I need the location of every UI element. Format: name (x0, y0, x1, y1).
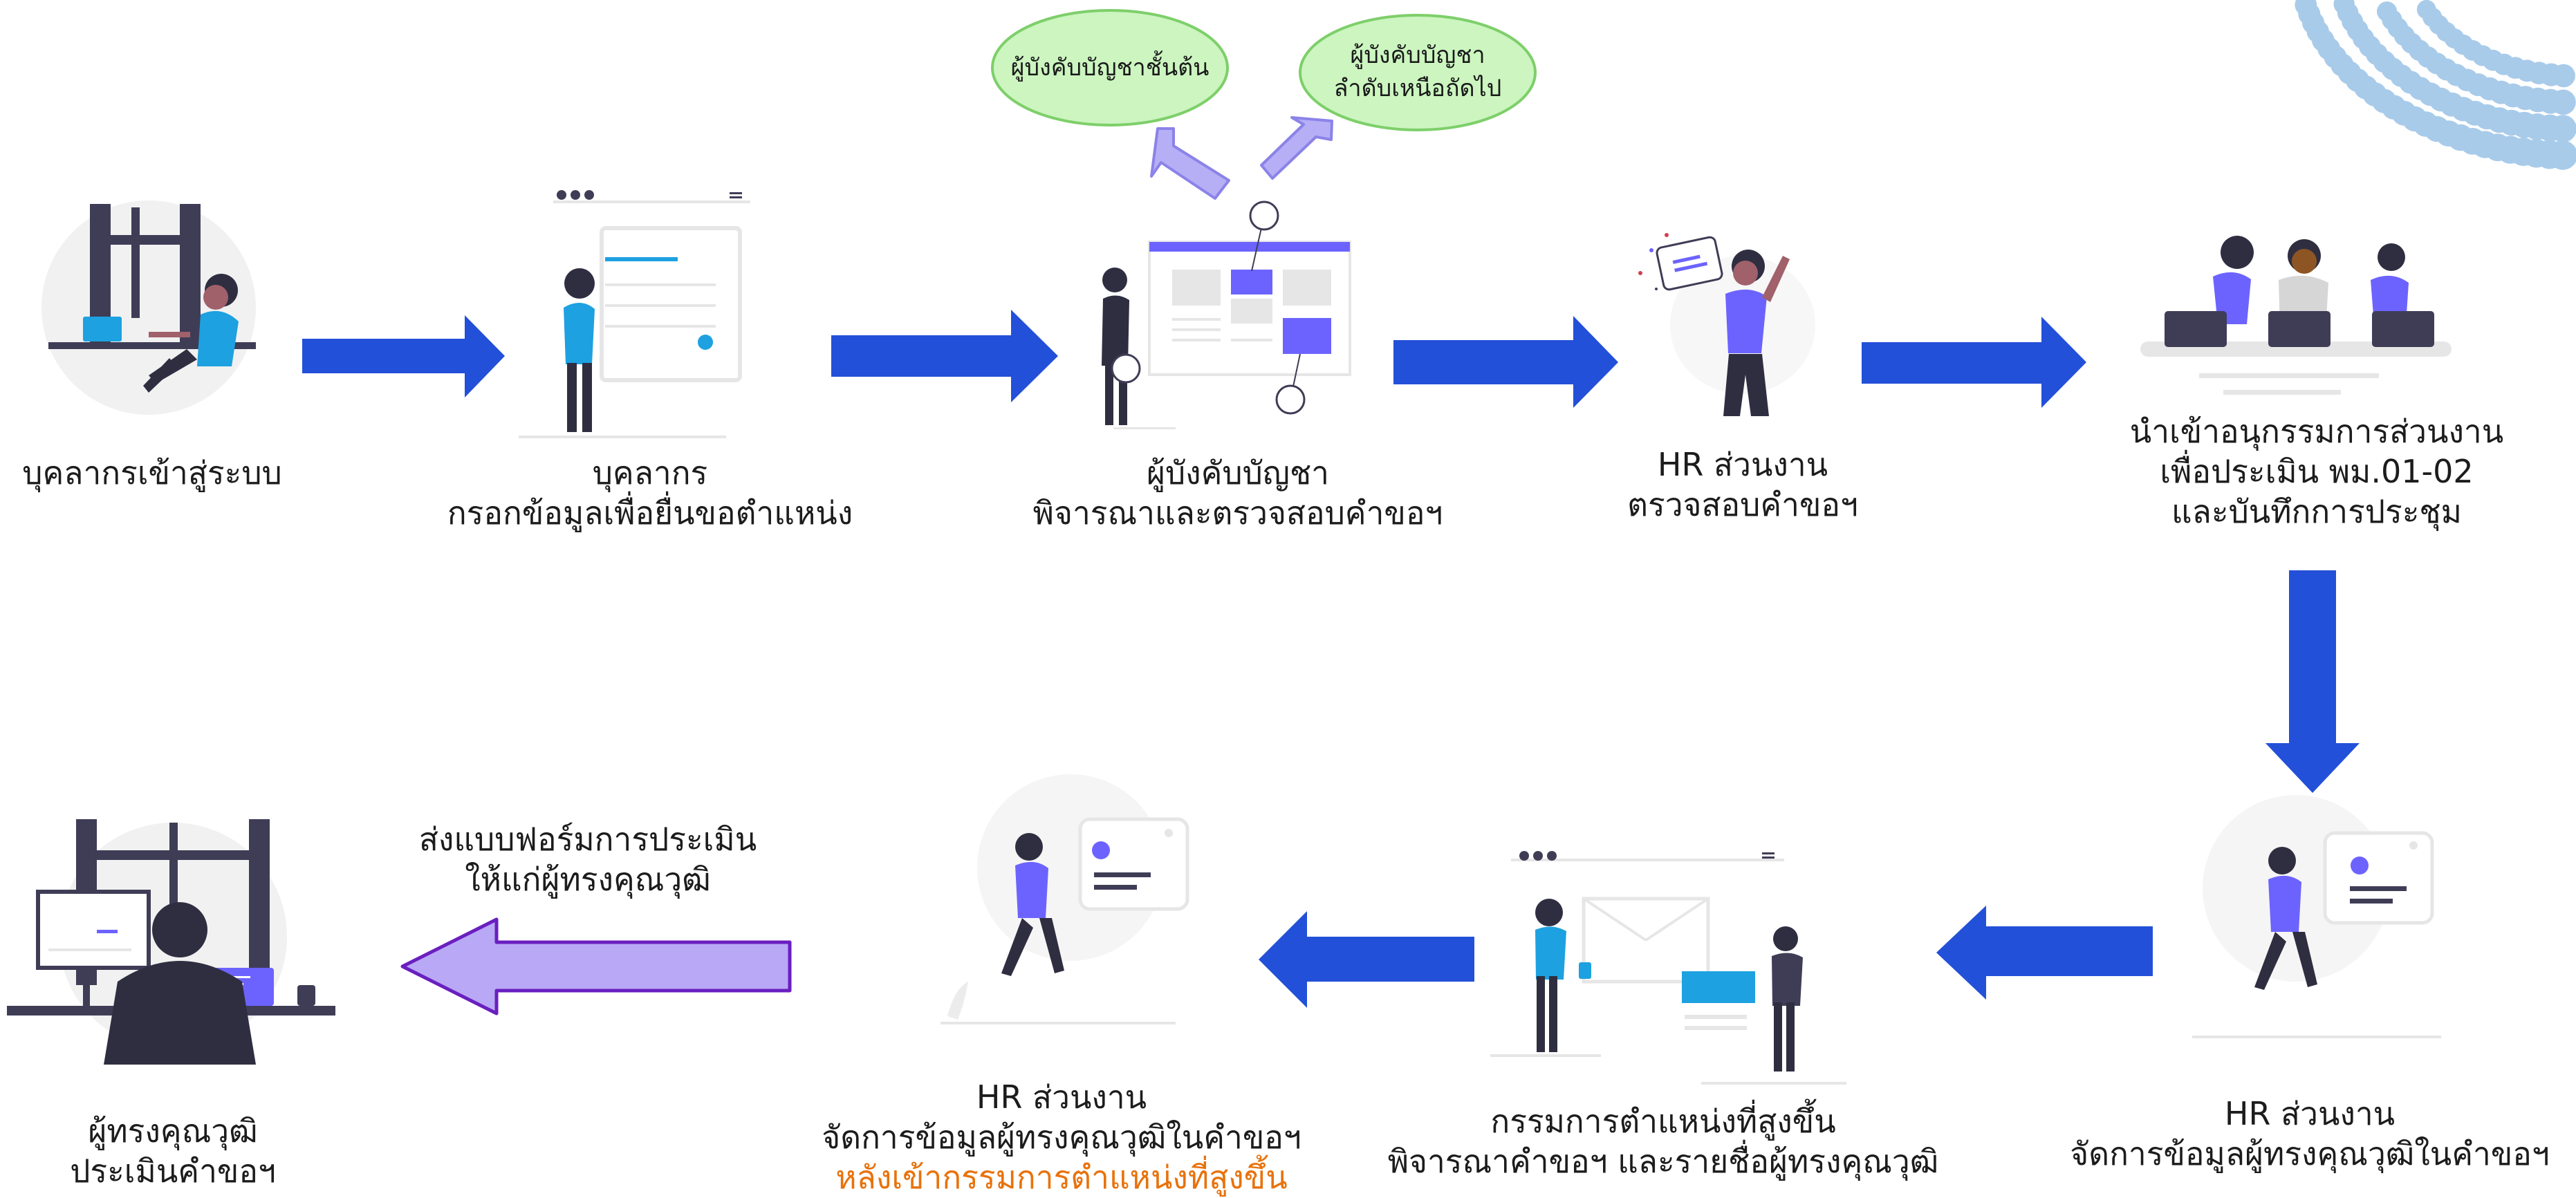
step8-caption: HR ส่วนงาน จัดการข้อมูลผู้ทรงคุณวุฒิในคำ… (785, 1077, 1338, 1197)
step7-caption: กรรมการตำแหน่งที่สูงขึ้น พิจารณาคำขอฯ แล… (1366, 1101, 1961, 1181)
step7-title: กรรมการตำแหน่งที่สูงขึ้น (1490, 1103, 1836, 1140)
step3-caption: ผู้บังคับบัญชา พิจารณาและตรวจสอบคำขอฯ (1017, 453, 1459, 533)
first-supervisor-text: ผู้บังคับบัญชาชั้นต้น (1010, 54, 1210, 82)
supervisor-levels (991, 9, 1537, 200)
step5-meeting-illustration (2140, 236, 2452, 395)
step4-hr-check-illustration (1638, 233, 1815, 416)
step2-detail: กรอกข้อมูลเพื่อยื่นขอตำแหน่ง (447, 494, 853, 532)
step8-detail: จัดการข้อมูลผู้ทรงคุณวุฒิในคำขอฯ (822, 1119, 1301, 1156)
arrow-to-first-supervisor (1150, 127, 1230, 200)
arrow-step7-to-step8 (1259, 911, 1474, 1008)
step9-expert-illustration (7, 819, 335, 1065)
arrow-step4-to-step5 (1862, 317, 2086, 408)
send-form-line2: ให้แก่ผู้ทรงคุณวุฒิ (465, 861, 711, 898)
next-supervisor-line2: ลำดับเหนือถัดไป (1333, 75, 1502, 102)
arrow-step5-to-step6 (2265, 570, 2360, 793)
step4-caption: HR ส่วนงาน ตรวจสอบคำขอฯ (1535, 444, 1950, 525)
arrow-step6-to-step7 (1936, 906, 2153, 1000)
step8-note: หลังเข้ากรรมการตำแหน่งที่สูงขึ้น (835, 1159, 1288, 1196)
step5-line1: นำเข้าอนุกรรมการส่วนงาน (2129, 413, 2504, 450)
arrow-step1-to-step2 (302, 315, 505, 397)
next-supervisor-label: ผู้บังคับบัญชา ลำดับเหนือถัดไป (1307, 39, 1528, 105)
step1-caption: บุคลากรเข้าสู่ระบบ (7, 453, 297, 493)
decorative-dot (2416, 0, 2436, 19)
step3-detail: พิจารณาและตรวจสอบคำขอฯ (1032, 494, 1443, 532)
step2-form-illustration (519, 190, 750, 438)
step8-hr-card-illustration (940, 774, 1189, 1024)
step4-title: HR ส่วนงาน (1657, 446, 1828, 483)
step7-committee-illustration (1490, 851, 1846, 1085)
flow-arrows (302, 310, 2360, 1016)
send-form-line1: ส่งแบบฟอร์มการประเมิน (418, 821, 757, 858)
step5-line2: เพื่อประเมิน พม.01-02 (2160, 453, 2474, 490)
step5-caption: นำเข้าอนุกรรมการส่วนงาน เพื่อประเมิน พม.… (2075, 411, 2559, 532)
step9-caption: ผู้ทรงคุณวุฒิ ประเมินคำขอฯ (21, 1111, 325, 1191)
decorative-dot (2333, 0, 2355, 15)
decorative-dot (2295, 0, 2317, 16)
step6-hr-card-illustration (2192, 795, 2441, 1038)
arrow-to-next-supervisor (1260, 116, 1333, 180)
step2-caption: บุคลากร กรอกข้อมูลเพื่อยื่นขอตำแหน่ง (429, 453, 871, 533)
step2-title: บุคลากร (592, 454, 708, 492)
first-line-supervisor-bubble (991, 9, 1229, 127)
step3-dashboard-illustration (1102, 200, 1351, 429)
next-supervisor-line1: ผู้บังคับบัญชา (1350, 41, 1485, 69)
arrow-step2-to-step3 (831, 310, 1058, 402)
step1-label: บุคลากรเข้าสู่ระบบ (22, 454, 282, 492)
step1-login-illustration (41, 200, 256, 415)
step4-detail: ตรวจสอบคำขอฯ (1627, 486, 1858, 523)
step6-caption: HR ส่วนงาน จัดการข้อมูลผู้ทรงคุณวุฒิในคำ… (2050, 1094, 2569, 1174)
step6-title: HR ส่วนงาน (2224, 1095, 2396, 1132)
decorative-dots (2295, 0, 2576, 170)
step3-title: ผู้บังคับบัญชา (1146, 454, 1330, 492)
step8-title: HR ส่วนงาน (976, 1078, 1147, 1116)
step9-title: ผู้ทรงคุณวุฒิ (88, 1112, 258, 1150)
first-supervisor-label: ผู้บังคับบัญชาชั้นต้น (999, 51, 1221, 84)
send-form-caption: ส่งแบบฟอร์มการประเมิน ให้แก่ผู้ทรงคุณวุฒ… (387, 819, 788, 899)
step9-detail: ประเมินคำขอฯ (70, 1152, 276, 1190)
send-form-arrow (400, 917, 792, 1016)
step5-line3: และบันทึกการประชุม (2171, 493, 2462, 530)
arrow-step3-to-step4 (1393, 316, 1618, 408)
next-level-supervisor-bubble (1299, 14, 1537, 131)
decorative-dot (2377, 1, 2398, 22)
step7-detail: พิจารณาคำขอฯ และรายชื่อผู้ทรงคุณวุฒิ (1387, 1143, 1939, 1180)
step6-detail: จัดการข้อมูลผู้ทรงคุณวุฒิในคำขอฯ (2070, 1135, 2550, 1172)
